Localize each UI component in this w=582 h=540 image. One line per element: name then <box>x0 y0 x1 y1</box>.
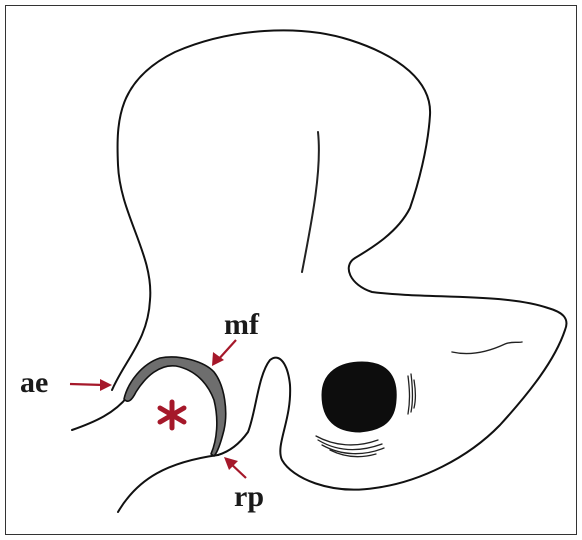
fissure-line-top <box>302 132 319 272</box>
lower-contour <box>118 455 218 512</box>
arrow-ae <box>70 379 112 391</box>
hatch-marks-right <box>408 374 416 414</box>
articular-cartilage <box>124 357 226 456</box>
figure-frame <box>6 6 577 535</box>
label-mf: mf <box>224 310 259 340</box>
label-rp: rp <box>234 482 264 512</box>
hatch-marks-below <box>316 436 384 457</box>
asterisk-marker <box>160 402 184 428</box>
foramen <box>322 362 396 432</box>
arrow-rp <box>224 457 246 478</box>
label-ae: ae <box>20 368 48 398</box>
head-contour <box>72 396 128 430</box>
crack-line-right <box>452 342 522 354</box>
arrow-mf <box>212 340 236 366</box>
